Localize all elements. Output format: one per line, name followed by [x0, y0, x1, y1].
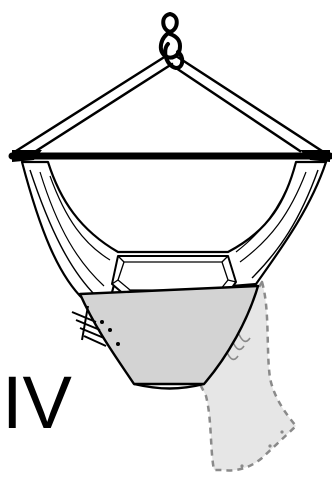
spreader-bar-icon — [12, 150, 330, 162]
step-label: IV — [2, 361, 73, 444]
hanging-ring-icon — [161, 14, 182, 68]
suspension-ropes — [16, 56, 322, 151]
